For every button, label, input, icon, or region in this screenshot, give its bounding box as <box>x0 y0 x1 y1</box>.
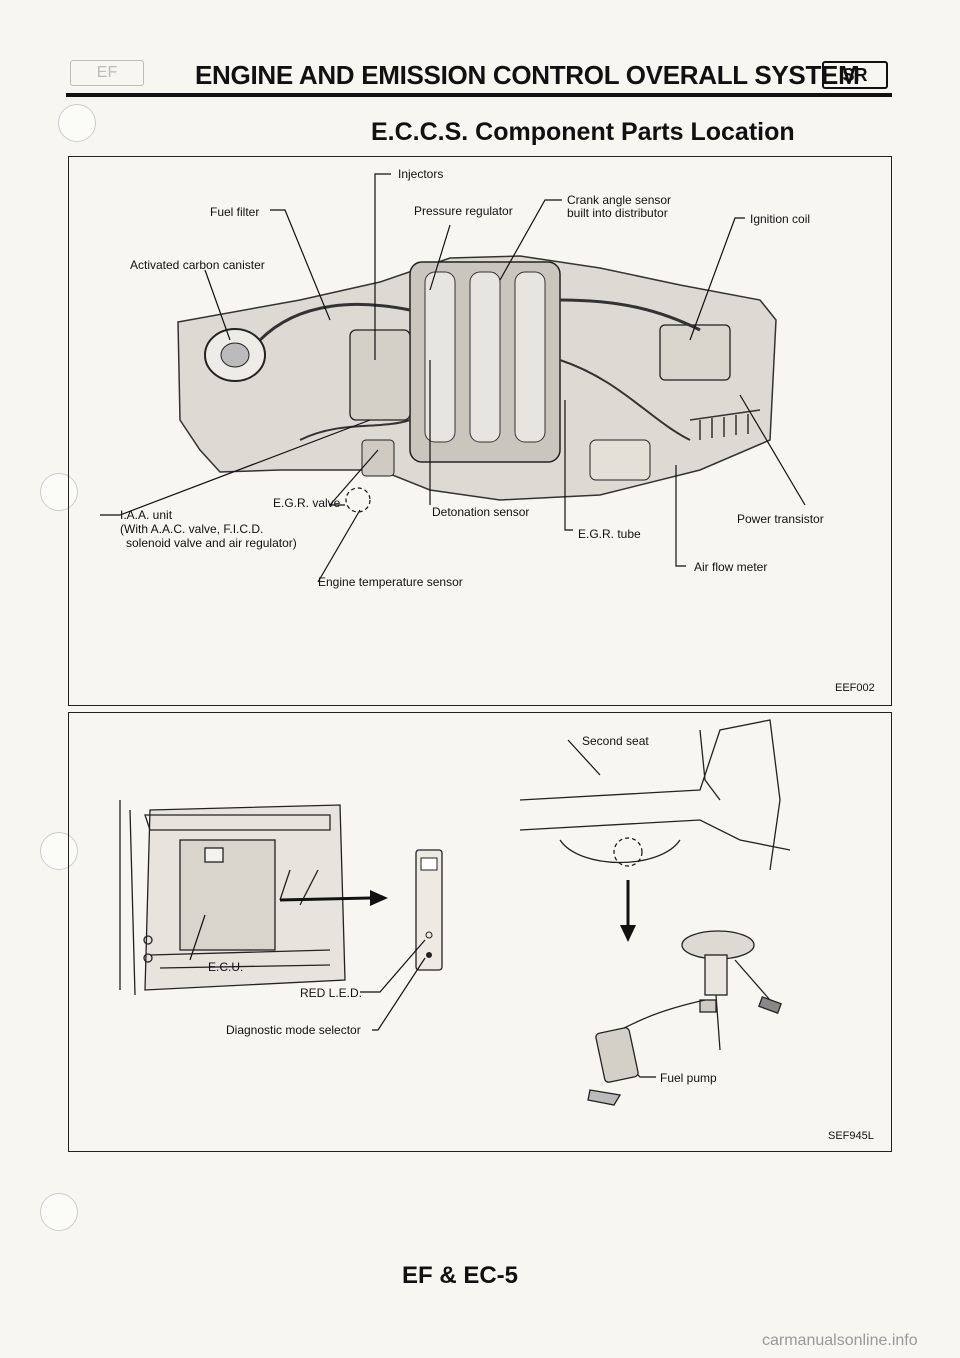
label-crank-angle-sensor-sub: built into distributor <box>567 206 668 220</box>
punch-hole-3 <box>40 832 78 870</box>
label-egr-tube: E.G.R. tube <box>578 527 641 541</box>
label-air-flow-meter: Air flow meter <box>694 560 768 574</box>
label-fuel-filter: Fuel filter <box>210 205 260 219</box>
label-crank-angle-sensor: Crank angle sensor <box>567 193 672 207</box>
label-power-transistor: Power transistor <box>737 512 824 526</box>
label-diagnostic-mode-selector: Diagnostic mode selector <box>226 1023 361 1037</box>
label-fuel-pump: Fuel pump <box>660 1071 717 1085</box>
figure-code-sef945l: SEF945L <box>828 1130 874 1142</box>
label-pressure-regulator: Pressure regulator <box>414 204 513 218</box>
label-engine-temperature-sensor: Engine temperature sensor <box>318 575 463 589</box>
page-header-title: ENGINE AND EMISSION CONTROL OVERALL SYST… <box>195 60 860 90</box>
label-second-seat: Second seat <box>582 734 649 748</box>
label-egr-valve: E.G.R. valve <box>273 496 341 510</box>
figure-engine-compartment <box>68 156 892 706</box>
section-title: E.C.C.S. Component Parts Location <box>371 118 795 146</box>
label-injectors: Injectors <box>398 167 444 181</box>
header-rule <box>66 93 892 97</box>
label-activated-carbon-canister: Activated carbon canister <box>130 258 265 272</box>
label-detonation-sensor: Detonation sensor <box>432 505 530 519</box>
figure-ecu-fuel-pump <box>68 712 892 1152</box>
label-ignition-coil: Ignition coil <box>750 212 811 226</box>
label-iaa-unit-sub2: solenoid valve and air regulator) <box>126 536 297 550</box>
label-red-led: RED L.E.D. <box>300 986 363 1000</box>
punch-hole-1 <box>58 104 96 142</box>
section-tag-left: EF <box>70 60 144 86</box>
figure-code-eef002: EEF002 <box>835 682 875 694</box>
label-ecu: E.C.U. <box>208 960 244 974</box>
section-tag-right: SR <box>822 61 888 89</box>
label-iaa-unit-sub1: (With A.A.C. valve, F.I.C.D. <box>120 522 264 536</box>
label-iaa-unit: I.A.A. unit <box>120 508 173 522</box>
page-number: EF & EC-5 <box>402 1262 519 1289</box>
punch-hole-2 <box>40 473 78 511</box>
punch-hole-4 <box>40 1193 78 1231</box>
watermark: carmanualsonline.info <box>762 1332 918 1349</box>
